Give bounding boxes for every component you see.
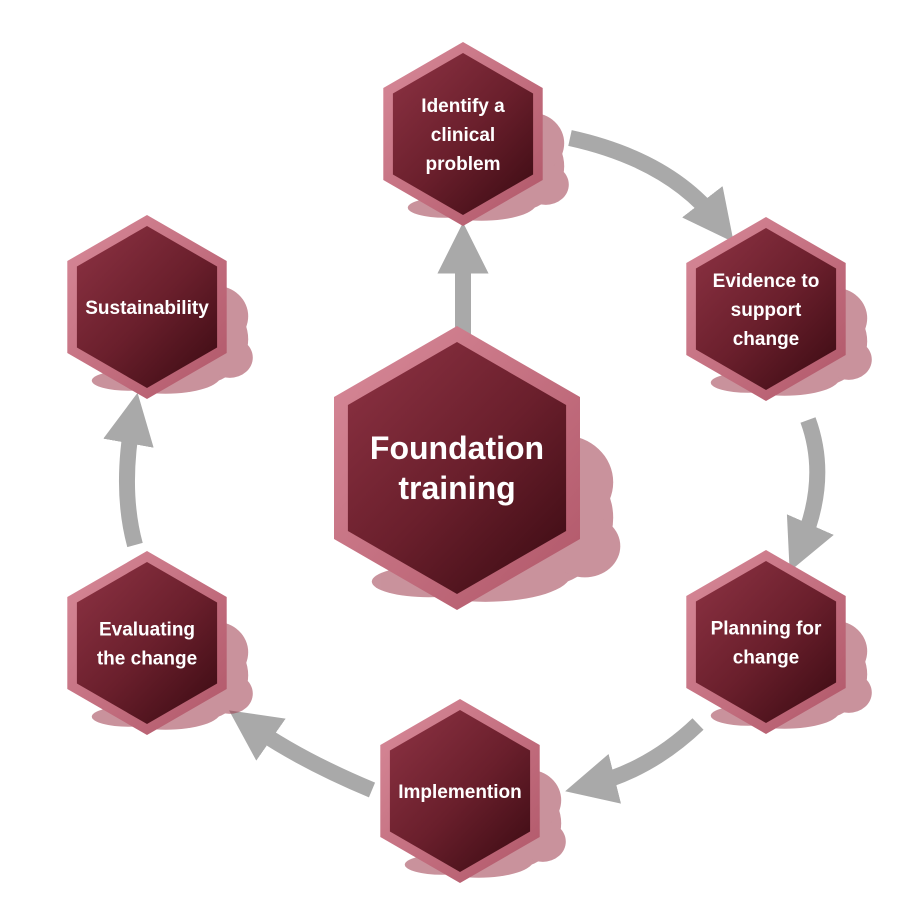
node-label-line: Evidence to — [713, 271, 820, 292]
arrow-planning-to-implemention — [565, 718, 704, 804]
node-evidence-to-support-change: Evidence to support change — [686, 217, 872, 401]
arrow-identify-to-evidence — [568, 130, 734, 243]
node-label-line: Identify a — [421, 96, 505, 117]
node-evaluating-the-change: Evaluating the change — [67, 551, 253, 735]
node-label-line: support — [731, 300, 802, 321]
node-label-line: problem — [426, 154, 501, 175]
hexagon-fill — [76, 226, 218, 388]
node-label-line: the change — [97, 649, 197, 670]
node-implemention: Implemention — [380, 699, 566, 883]
hexagon-fill — [695, 228, 837, 390]
node-label-line: Sustainability — [85, 298, 209, 319]
node-planning-for-change: Planning for change — [686, 550, 872, 734]
node-identify-clinical-problem: Identify a clinical problem — [383, 42, 569, 226]
node-label-line: change — [733, 329, 800, 350]
node-label-line: Implemention — [398, 782, 522, 803]
node-label-line: change — [733, 648, 800, 669]
node-label-line: training — [398, 470, 515, 506]
node-label-line: Planning for — [711, 619, 822, 640]
hexagon-fill — [695, 561, 837, 723]
hexagon-fill — [392, 53, 534, 215]
cycle-arrows — [103, 130, 834, 804]
hexagon-fill — [347, 342, 567, 594]
node-foundation-training: Foundation training — [334, 326, 621, 610]
node-label-line: Foundation — [370, 430, 544, 466]
node-sustainability: Sustainability — [67, 215, 253, 399]
arrow-evidence-to-planning — [786, 417, 834, 572]
hexagon-fill — [76, 562, 218, 724]
node-label-line: clinical — [431, 125, 495, 146]
arrow-implemention-to-evaluating — [229, 710, 376, 798]
hexagon-fill — [389, 710, 531, 872]
node-label-line: Evaluating — [99, 620, 195, 641]
arrow-evaluating-to-sustainability — [103, 392, 154, 548]
